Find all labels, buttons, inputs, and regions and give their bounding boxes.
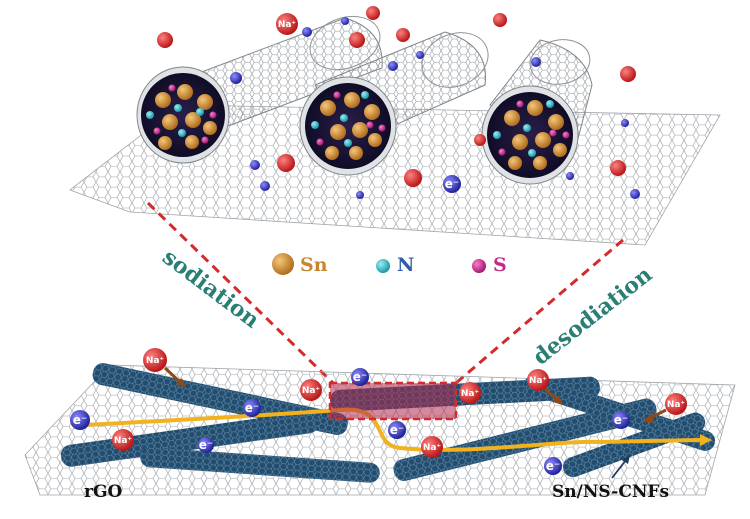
svg-text:e⁻: e⁻ (73, 413, 87, 427)
legend-n-marker (376, 259, 390, 273)
svg-text:Na⁺: Na⁺ (278, 20, 297, 30)
top-electron: e⁻ (443, 175, 461, 193)
core-particles (146, 84, 570, 170)
svg-text:e⁻: e⁻ (614, 413, 628, 427)
legend-sn-marker (272, 253, 294, 275)
svg-text:e⁻: e⁻ (353, 370, 367, 384)
top-sodium-ion: Na⁺ (276, 13, 298, 35)
bottom-sodium-ions: Na⁺ Na⁺ Na⁺ Na⁺ Na⁺ Na⁺ Na⁺ (112, 348, 687, 458)
svg-text:Na⁺: Na⁺ (461, 389, 480, 399)
bottom-electrons: e⁻ e⁻ e⁻ e⁻ e⁻ e⁻ e⁻ (70, 368, 630, 475)
sodium-insertion-arrows (163, 366, 667, 423)
legend-n-label: N (397, 254, 414, 276)
svg-text:e⁻: e⁻ (546, 459, 560, 473)
legend-s-marker (472, 259, 486, 273)
legend-sn-label: Sn (300, 254, 328, 276)
svg-text:Na⁺: Na⁺ (423, 443, 442, 453)
cnf-label-pointer (611, 455, 630, 479)
cnf-label: Sn/NS-CNFs (552, 482, 670, 502)
zoom-lines (146, 201, 624, 385)
svg-text:e⁻: e⁻ (199, 438, 213, 452)
svg-text:Na⁺: Na⁺ (667, 400, 686, 410)
svg-text:Na⁺: Na⁺ (146, 356, 165, 366)
svg-text:Na⁺: Na⁺ (529, 376, 548, 386)
nanotube-1 (136, 15, 383, 164)
svg-text:e⁻: e⁻ (245, 401, 259, 415)
svg-text:e⁻: e⁻ (390, 423, 404, 437)
rgo-label: rGO (84, 482, 123, 502)
zoom-box (328, 381, 458, 421)
legend: Sn N S (272, 253, 507, 276)
svg-text:Na⁺: Na⁺ (302, 386, 321, 396)
top-loose-ions (157, 6, 640, 199)
electron-pathway (84, 407, 712, 452)
legend-s-label: S (493, 254, 507, 276)
svg-text:Na⁺: Na⁺ (114, 436, 133, 446)
svg-text:e⁻: e⁻ (445, 177, 459, 191)
